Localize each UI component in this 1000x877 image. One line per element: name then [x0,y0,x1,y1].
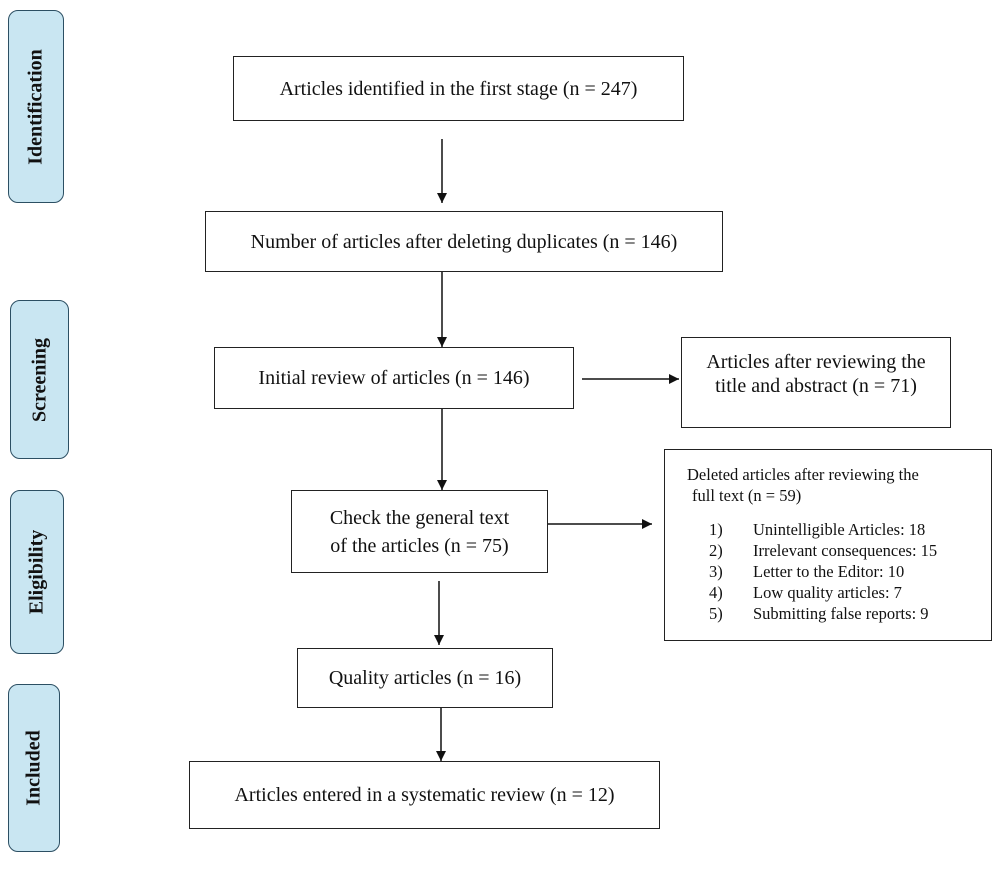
list-item-text: Letter to the Editor: 10 [753,562,905,581]
box-title-abstract-line2: title and abstract (n = 71) [715,375,917,397]
list-item-number: 2) [709,541,723,560]
stage-included: Included [8,684,60,852]
box-title-abstract: Articles after reviewing the title and a… [681,337,951,428]
box-quality-text: Quality articles (n = 16) [328,667,522,689]
deleted-heading-line2: full text (n = 59) [692,486,802,505]
box-title-abstract-line1: Articles after reviewing the [706,351,926,373]
box-deleted-articles: Deleted articles after reviewing the ful… [664,449,992,641]
deleted-heading-line1: Deleted articles after reviewing the [687,465,919,484]
box-quality: Quality articles (n = 16) [297,648,553,708]
box-general-text-line1: Check the general text [329,506,510,529]
stage-eligibility: Eligibility [10,490,64,654]
list-item-text: Irrelevant consequences: 15 [753,541,938,560]
list-item-number: 1) [709,520,723,539]
box-identified: Articles identified in the first stage (… [233,56,684,121]
list-item: 4) Low quality articles: 7 [709,582,991,603]
box-systematic-review-text: Articles entered in a systematic review … [234,784,615,806]
list-item-text: Submitting false reports: 9 [753,604,929,623]
box-general-text: Check the general text of the articles (… [291,490,548,573]
deleted-list: 1) Unintelligible Articles: 18 2) Irrele… [687,519,991,624]
box-general-text-line2: of the articles (n = 75) [330,534,509,557]
list-item-number: 5) [709,604,723,623]
list-item-number: 4) [709,583,723,602]
box-systematic-review: Articles entered in a systematic review … [189,761,660,829]
box-after-duplicates: Number of articles after deleting duplic… [205,211,723,272]
list-item-text: Unintelligible Articles: 18 [753,520,926,539]
list-item: 2) Irrelevant consequences: 15 [709,540,991,561]
box-identified-text: Articles identified in the first stage (… [279,77,638,100]
box-initial-review: Initial review of articles (n = 146) [214,347,574,409]
list-item: 3) Letter to the Editor: 10 [709,561,991,582]
box-initial-review-text: Initial review of articles (n = 146) [258,367,530,389]
stage-screening: Screening [10,300,69,459]
list-item: 1) Unintelligible Articles: 18 [709,519,991,540]
list-item-text: Low quality articles: 7 [753,583,902,602]
list-item: 5) Submitting false reports: 9 [709,603,991,624]
list-item-number: 3) [709,562,723,581]
stage-identification: Identification [8,10,64,203]
box-after-duplicates-text: Number of articles after deleting duplic… [250,230,678,253]
